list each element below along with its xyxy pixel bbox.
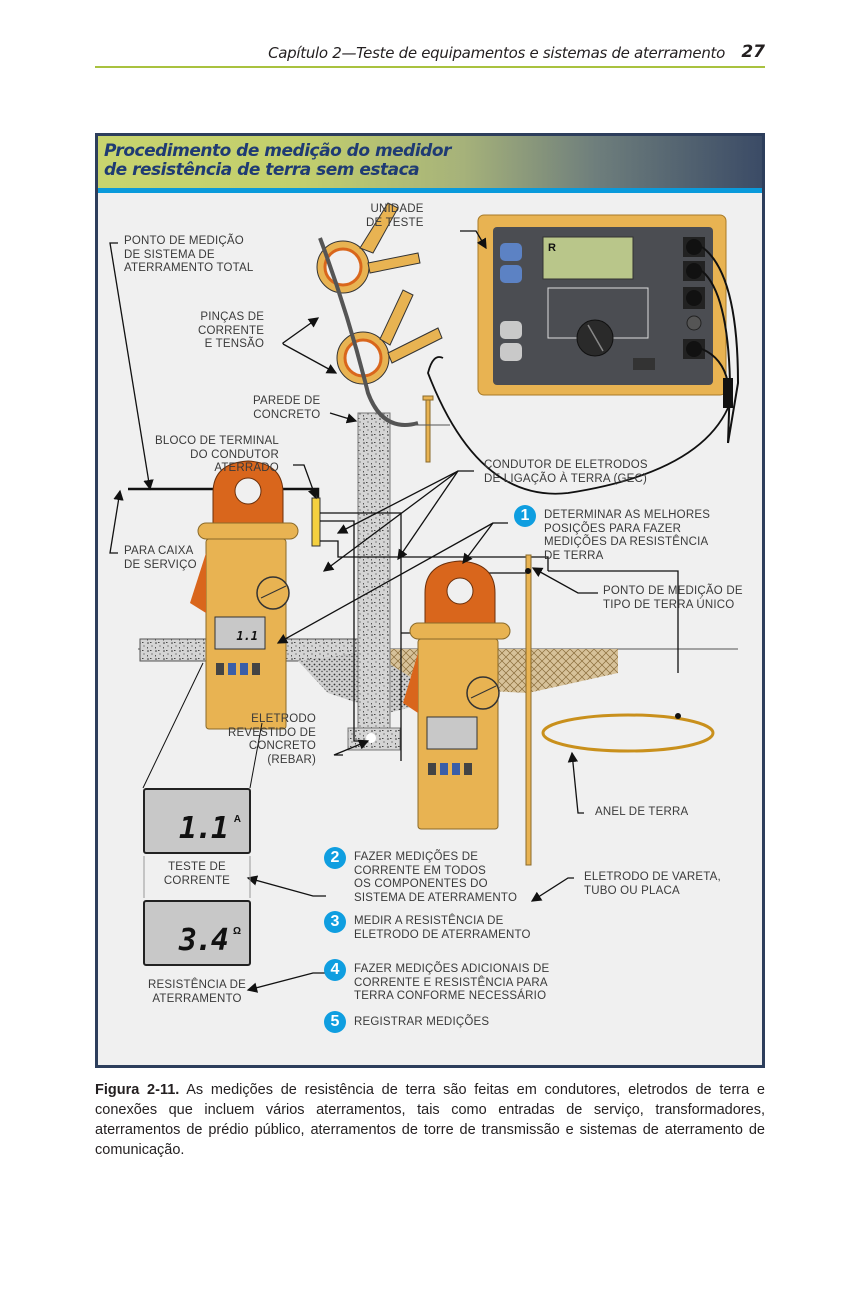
leader-test-unit: [460, 230, 487, 250]
label-concrete-wall: PAREDE DE CONCRETO: [253, 395, 321, 421]
label-gec: CONDUTOR DE ELETRODOS DE LIGAÇÃO À TERRA…: [484, 459, 648, 485]
label-terminal-block: BLOCO DE TERMINAL DO CONDUTOR ATERRADO: [155, 435, 279, 474]
step-2-text: FAZER MEDIÇÕES DE CORRENTE EM TODOS OS C…: [354, 851, 518, 904]
diagram: R: [98, 193, 762, 1065]
leader-gec-3: [397, 470, 459, 561]
service-wire: [128, 487, 320, 498]
current-value: 1.1: [178, 811, 229, 846]
step-2-badge: 2: [324, 847, 346, 869]
label-ground-ring: ANEL DE TERRA: [595, 806, 689, 818]
svg-text:R: R: [548, 242, 556, 254]
leader-single-point: [531, 567, 598, 594]
meter-left-readout: 1.1: [236, 629, 258, 643]
leader-step3: [246, 972, 326, 993]
lead-connector: [723, 378, 733, 408]
step-4-badge: 4: [324, 959, 346, 981]
leader-clamp-2: [282, 343, 338, 374]
label-ground-resistance: RESISTÊNCIA DE ATERRAMENTO: [147, 979, 247, 1005]
leader-terminal-block: [293, 464, 318, 500]
page-number: 27: [741, 42, 765, 62]
clamp-meter-left: 1.1: [190, 460, 299, 730]
label-total-system-point: PONTO DE MEDIÇÃO DE SISTEMA DE ATERRAMEN…: [124, 235, 254, 274]
chapter-title: Capítulo 2—Teste de equipamentos e siste…: [268, 44, 725, 62]
caption-label: Figura 2-11.: [95, 1082, 180, 1098]
step-5-text: REGISTRAR MEDIÇÕES: [354, 1016, 490, 1028]
leader-clamp-1: [282, 317, 320, 344]
step-5-badge: 5: [324, 1011, 346, 1033]
test-lead: [427, 356, 729, 495]
step-4-text: FAZER MEDIÇÕES ADICIONAIS DE CORRENTE E …: [354, 963, 550, 1002]
diagram-illustration: R: [109, 202, 740, 993]
label-clamps: PINÇAS DE CORRENTE E TENSÃO: [198, 311, 265, 350]
step-3-text: MEDIR A RESISTÊNCIA DE ELETRODO DE ATERR…: [354, 915, 531, 941]
figure-title: Procedimento de medição do medidor de re…: [104, 142, 451, 180]
resistance-unit: Ω: [232, 926, 241, 937]
figure-title-line-2: de resistência de terra sem estaca: [104, 160, 420, 180]
leader-service-box: [109, 489, 124, 554]
stake-head: [422, 395, 434, 401]
label-test-unit: UNIDADE DE TESTE: [366, 203, 424, 229]
current-unit: A: [233, 814, 241, 825]
label-single-ground-point: PONTO DE MEDIÇÃO DE TIPO DE TERRA ÚNICO: [603, 585, 743, 611]
leader-total-point: [109, 242, 154, 491]
leader-concrete-wall: [329, 412, 358, 424]
step-1-text: DETERMINAR AS MELHORES POSIÇÕES PARA FAZ…: [544, 509, 711, 562]
clamp-meter-right: [403, 560, 511, 830]
figure-caption: Figura 2-11. As medições de resistência …: [95, 1080, 765, 1160]
leader-ring: [567, 751, 584, 814]
callout-line: [142, 662, 204, 789]
figure-header: Procedimento de medição do medidor de re…: [98, 136, 762, 188]
label-current-test: TESTE DE CORRENTE: [163, 861, 231, 887]
leader-rod: [530, 877, 574, 902]
header-accent-bar: [98, 188, 762, 193]
test-unit: R: [477, 214, 727, 396]
voltage-clamp: [336, 289, 443, 385]
label-rod-electrode: ELETRODO DE VARETA, TUBO OU PLACA: [584, 871, 721, 897]
resistance-value: 3.4: [178, 923, 229, 958]
leader-gec-2: [322, 470, 459, 572]
figure-title-line-1: Procedimento de medição do medidor: [104, 141, 451, 161]
figure-panel: Procedimento de medição do medidor de re…: [95, 133, 765, 1068]
leader-step1-b: [276, 522, 494, 644]
ground-ring: [541, 713, 715, 753]
caption-text: As medições de resistência de terra são …: [95, 1082, 765, 1158]
stake: [425, 399, 431, 463]
running-head: Capítulo 2—Teste de equipamentos e siste…: [95, 40, 765, 68]
leader-rebar: [333, 739, 370, 756]
gec-wire: [320, 540, 549, 571]
resistance-display: 3.4 Ω: [143, 900, 251, 966]
rod-electrode: [525, 554, 532, 866]
concrete-wall: [357, 412, 391, 744]
ring-wire: [548, 570, 679, 673]
grounding-conductor: [318, 237, 419, 427]
rod-connection: [525, 568, 531, 574]
leader-step2: [246, 875, 326, 897]
step-1-badge: 1: [514, 505, 536, 527]
label-service-box: PARA CAIXA DE SERVIÇO: [124, 545, 197, 571]
callout-line: [249, 722, 263, 789]
ring-connection: [675, 713, 681, 719]
label-concrete-electrode: ELETRODO REVESTIDO DE CONCRETO (REBAR): [228, 713, 317, 766]
terminal-block: [311, 497, 321, 547]
current-test-display: 1.1 A: [143, 788, 251, 854]
test-lead: [701, 246, 740, 444]
step-3-badge: 3: [324, 911, 346, 933]
test-lead: [701, 270, 732, 444]
